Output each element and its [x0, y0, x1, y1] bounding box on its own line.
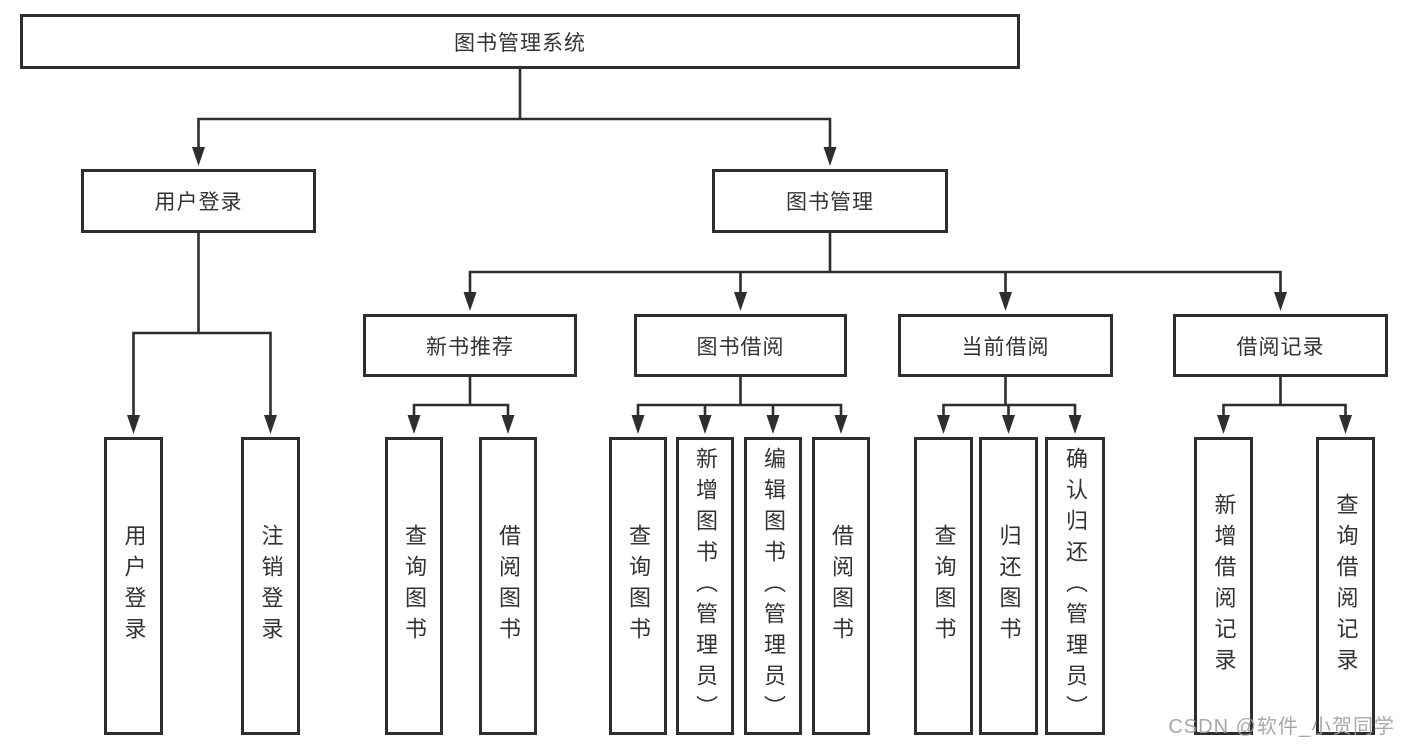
leaf-return-book-label: 归还图书	[996, 524, 1022, 648]
leaf-add-borrow-record: 新增借阅记录	[1194, 437, 1253, 735]
node-user-login-label: 用户登录	[154, 191, 243, 214]
leaf-query-book-recommend: 查询图书	[385, 437, 443, 735]
node-root: 图书管理系统	[20, 14, 1020, 69]
node-book-borrow-label: 图书借阅	[696, 335, 785, 359]
node-current-borrow: 当前借阅	[898, 314, 1113, 377]
leaf-edit-book-admin-label: 编辑图书（管理员）	[761, 446, 786, 726]
leaf-query-book-borrow-label: 查询图书	[626, 524, 651, 648]
leaf-confirm-return-admin: 确认归还（管理员）	[1045, 437, 1105, 735]
leaf-add-book-admin-label: 新增图书（管理员）	[693, 446, 718, 726]
leaf-query-book-borrow: 查询图书	[609, 437, 667, 735]
leaf-confirm-return-admin-label: 确认归还（管理员）	[1063, 446, 1088, 726]
leaf-query-borrow-record-label: 查询借阅记录	[1333, 493, 1359, 679]
leaf-borrow-book-recommend-label: 借阅图书	[496, 524, 521, 648]
node-root-label: 图书管理系统	[454, 31, 586, 55]
node-book-management-label: 图书管理	[786, 191, 874, 214]
leaf-borrow-book-recommend: 借阅图书	[479, 437, 537, 735]
node-borrow-record-label: 借阅记录	[1236, 335, 1325, 359]
leaf-user-login: 用户登录	[104, 437, 163, 735]
node-user-login: 用户登录	[81, 169, 316, 233]
leaf-edit-book-admin: 编辑图书（管理员）	[744, 437, 802, 735]
csdn-watermark: CSDN @软件_小贺同学	[1168, 716, 1395, 738]
node-book-borrow: 图书借阅	[634, 314, 847, 377]
node-new-book-recommend: 新书推荐	[363, 314, 577, 377]
node-borrow-record: 借阅记录	[1173, 314, 1388, 377]
leaf-query-book-current-label: 查询图书	[931, 524, 957, 648]
node-new-book-recommend-label: 新书推荐	[426, 335, 514, 359]
leaf-query-borrow-record: 查询借阅记录	[1316, 437, 1375, 735]
node-book-management: 图书管理	[712, 169, 948, 233]
leaf-query-book-recommend-label: 查询图书	[402, 524, 427, 648]
leaf-query-book-current: 查询图书	[914, 437, 973, 735]
leaf-borrow-book-label: 借阅图书	[829, 524, 854, 648]
leaf-add-borrow-record-label: 新增借阅记录	[1211, 493, 1237, 679]
leaf-borrow-book: 借阅图书	[812, 437, 870, 735]
leaf-add-book-admin: 新增图书（管理员）	[676, 437, 734, 735]
leaf-logout: 注销登录	[241, 437, 300, 735]
leaf-return-book: 归还图书	[979, 437, 1038, 735]
leaf-logout-label: 注销登录	[258, 524, 284, 648]
leaf-user-login-label: 用户登录	[121, 524, 147, 648]
node-current-borrow-label: 当前借阅	[961, 335, 1050, 359]
